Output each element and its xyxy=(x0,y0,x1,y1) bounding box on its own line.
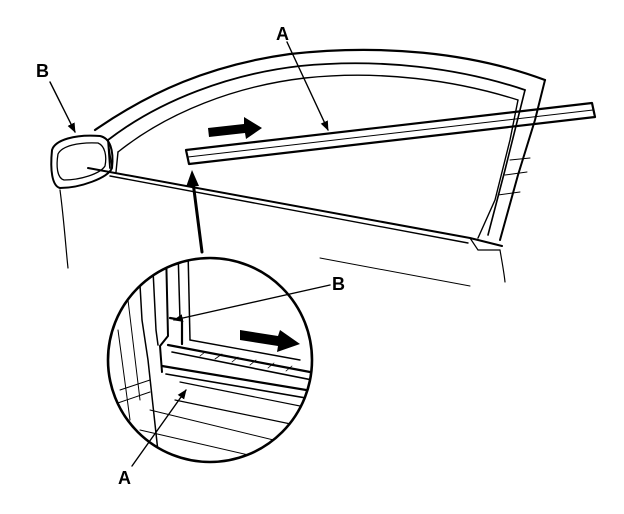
slide-direction-arrow xyxy=(208,117,262,139)
label-a-top: A xyxy=(276,24,289,44)
detail-pointer-arrow xyxy=(186,170,204,254)
detail-magnifier xyxy=(106,256,314,464)
side-mirror xyxy=(50,134,114,189)
leader-b-top xyxy=(49,81,76,133)
label-b-detail: B xyxy=(332,274,345,294)
leader-b-detail xyxy=(173,284,331,322)
roof-molding-strip xyxy=(184,101,597,166)
leader-a-detail xyxy=(131,389,187,467)
door-body xyxy=(59,48,549,287)
leader-a-top xyxy=(286,41,329,131)
label-a-detail: A xyxy=(118,468,131,488)
label-b-top: B xyxy=(36,61,49,81)
